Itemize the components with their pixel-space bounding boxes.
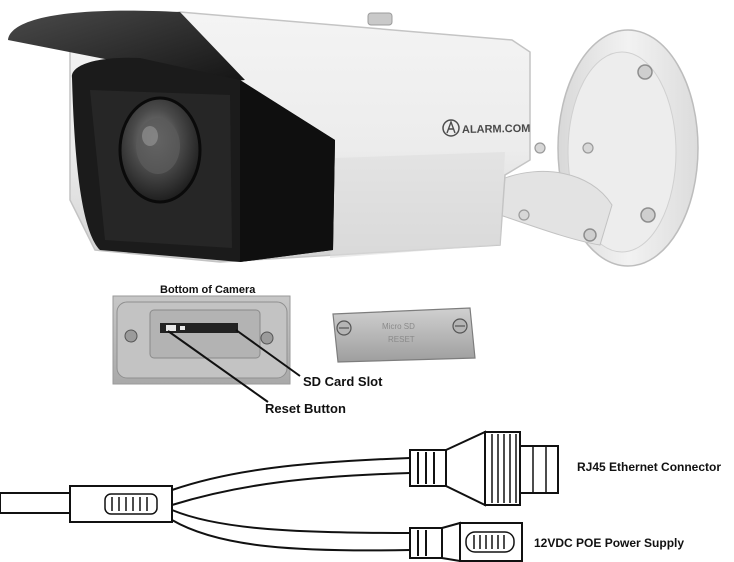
screw-icon [582, 142, 594, 154]
screw-icon [640, 207, 656, 223]
screw-icon [260, 331, 274, 345]
alarm-logo-icon [442, 119, 460, 137]
slot-cover: Micro SD RESET [332, 307, 476, 363]
cover-text-2: RESET [388, 335, 415, 344]
screw-icon [124, 329, 138, 343]
mounting-base [499, 29, 699, 267]
camera-illustration: ALARM.COM [8, 10, 699, 267]
rj45-connector [409, 430, 559, 507]
cable-assembly [0, 430, 559, 562]
screw-icon [637, 64, 653, 80]
cover-text-1: Micro SD [382, 322, 415, 331]
brand-name: ALARM.COM [462, 123, 531, 136]
sun-hood [8, 10, 245, 84]
dc-power-connector [409, 521, 523, 562]
reset-button-label: Reset Button [265, 401, 346, 416]
bottom-view-photo [112, 295, 291, 385]
sd-card-slot-label: SD Card Slot [303, 374, 383, 389]
power-supply-label: 12VDC POE Power Supply [534, 536, 685, 550]
screw-icon [518, 209, 530, 221]
camera-lens [118, 96, 202, 204]
screw-icon [583, 228, 597, 242]
sd-slot-graphic [160, 323, 238, 333]
screw-icon [534, 142, 546, 154]
rj45-connector-label: RJ45 Ethernet Connector [577, 460, 722, 474]
bottom-of-camera-heading: Bottom of Camera [160, 284, 256, 296]
callout-lines [167, 329, 301, 403]
